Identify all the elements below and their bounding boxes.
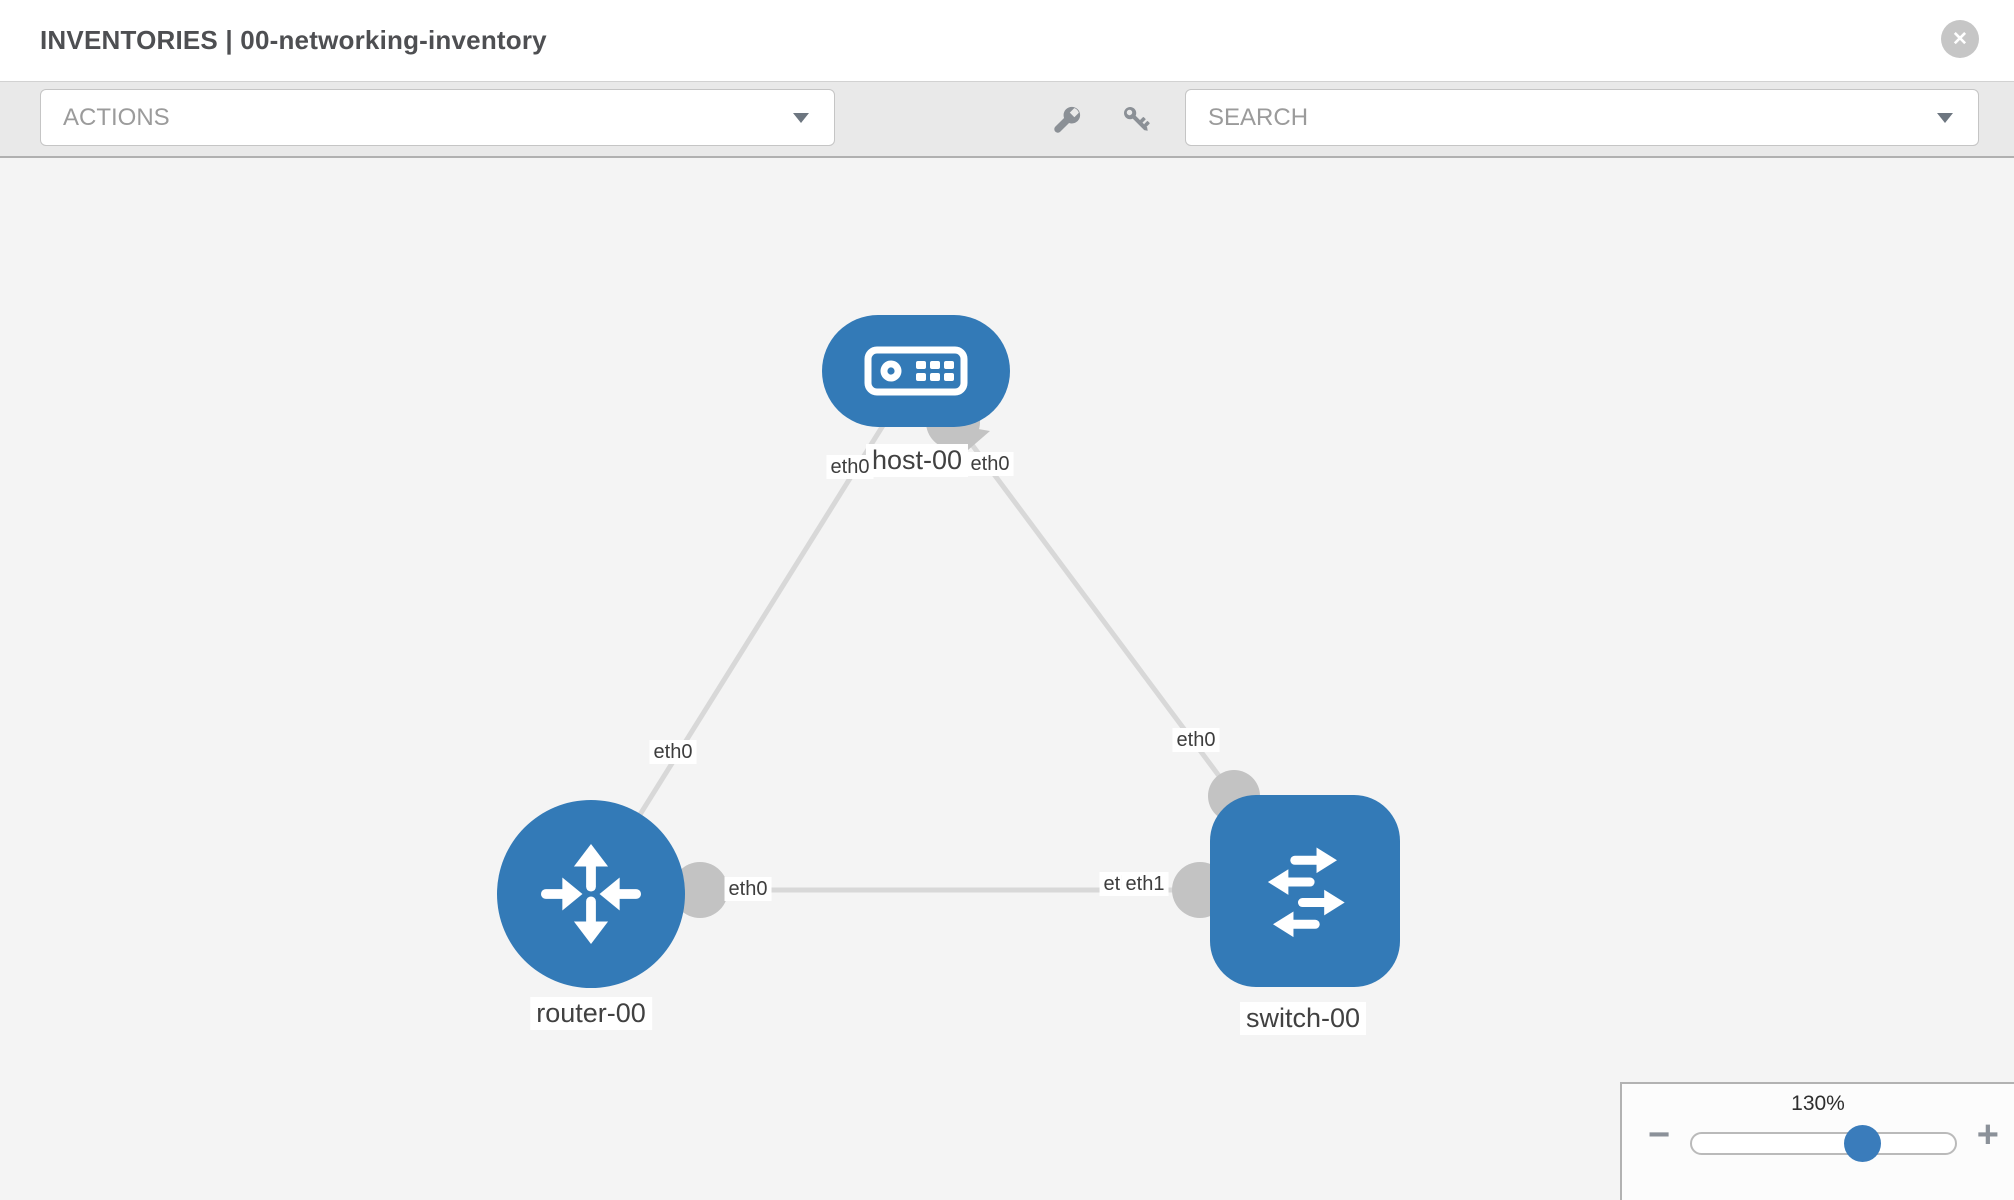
interface-label: eth0 bbox=[966, 452, 1014, 476]
actions-dropdown[interactable]: ACTIONS bbox=[40, 89, 835, 146]
interface-label: eth0 bbox=[724, 877, 772, 901]
zoom-out-button[interactable]: − bbox=[1648, 1114, 1671, 1156]
node-host-00[interactable] bbox=[822, 315, 1010, 427]
zoom-slider-track[interactable] bbox=[1690, 1132, 1957, 1155]
zoom-in-button[interactable]: + bbox=[1976, 1114, 1999, 1156]
credentials-button[interactable] bbox=[1113, 96, 1161, 144]
zoom-slider-thumb[interactable] bbox=[1844, 1125, 1881, 1162]
interface-label: eth0 bbox=[649, 740, 697, 764]
endpoint-router-right bbox=[672, 862, 728, 918]
host-icon bbox=[864, 346, 968, 396]
zoom-percent: 130% bbox=[1791, 1092, 1845, 1115]
close-icon: ✕ bbox=[1952, 28, 1968, 50]
page-title: INVENTORIES | 00-networking-inventory bbox=[40, 25, 547, 55]
search-dropdown[interactable]: SEARCH bbox=[1185, 89, 1979, 146]
links-layer bbox=[588, 369, 1260, 918]
topology-canvas[interactable]: host-00 router-00 switch-00 eth0 eth0 et… bbox=[0, 158, 2014, 1200]
window-header: INVENTORIES | 00-networking-inventory ✕ bbox=[0, 0, 2014, 81]
node-label-router: router-00 bbox=[530, 997, 652, 1030]
interface-label: eth0 bbox=[826, 455, 874, 479]
interface-label: eth1 bbox=[1121, 872, 1169, 896]
chevron-down-icon bbox=[1937, 112, 1953, 123]
node-router-00[interactable] bbox=[497, 800, 685, 988]
configure-button[interactable] bbox=[1043, 96, 1091, 144]
chevron-down-icon bbox=[793, 112, 809, 123]
key-icon bbox=[1124, 107, 1150, 131]
zoom-panel: 130% − + bbox=[1620, 1082, 2014, 1200]
router-icon bbox=[540, 843, 642, 945]
node-switch-00[interactable] bbox=[1210, 795, 1400, 987]
search-placeholder: SEARCH bbox=[1208, 103, 1309, 131]
close-button[interactable]: ✕ bbox=[1941, 20, 1979, 58]
wrench-icon bbox=[1054, 106, 1081, 133]
interface-label: eth0 bbox=[1172, 728, 1220, 752]
toolbar: ACTIONS SEARCH bbox=[0, 81, 2014, 158]
endpoint-host-pointer bbox=[961, 426, 990, 450]
switch-icon bbox=[1267, 847, 1345, 938]
node-label-host: host-00 bbox=[865, 444, 969, 477]
node-label-switch: switch-00 bbox=[1239, 1002, 1367, 1035]
actions-dropdown-label: ACTIONS bbox=[63, 103, 170, 131]
